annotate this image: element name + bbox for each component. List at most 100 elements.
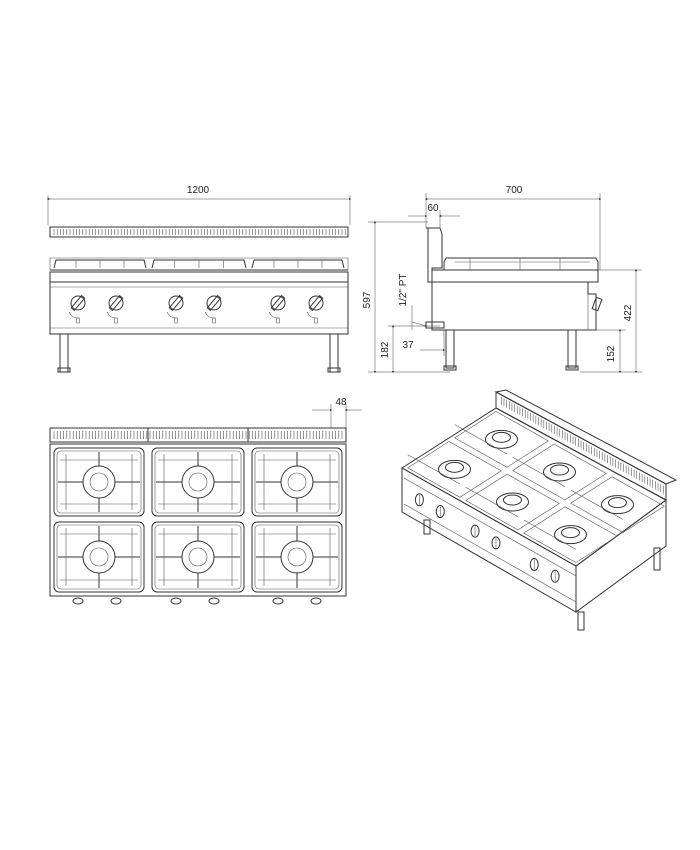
- side-top: [432, 270, 598, 282]
- iso-grate-bar: [513, 457, 565, 486]
- burner-grate: [152, 522, 244, 592]
- front-top-rail: [50, 272, 348, 282]
- top-backsplash: [50, 428, 346, 442]
- backsplash-depth-label: 48: [335, 397, 347, 408]
- burner-cap: [90, 473, 108, 491]
- side-grate: [444, 258, 598, 270]
- knob-handle: [271, 296, 284, 311]
- leg-height-label: 152: [606, 345, 617, 362]
- iso-backsplash-top: [496, 390, 676, 484]
- iso-grate: [466, 474, 560, 530]
- burner-grate: [152, 448, 244, 516]
- knob-arrow: [69, 312, 78, 318]
- knob-top: [273, 598, 283, 604]
- knob-arrow: [205, 312, 214, 318]
- top-view: 48: [50, 397, 362, 604]
- iso-burner-cap: [493, 432, 511, 442]
- knob-handle: [207, 296, 220, 311]
- iso-burner-cap: [504, 495, 522, 505]
- knob: [207, 296, 221, 310]
- control-knobs: [69, 296, 323, 323]
- iso-front-panel: [402, 468, 576, 612]
- burner-ring: [182, 541, 214, 573]
- dimension-top-60: 60: [408, 203, 460, 228]
- body-height-label: 422: [623, 304, 634, 321]
- gas-pipe: [426, 322, 444, 328]
- burner-cap: [288, 473, 306, 491]
- iso-burner-cap: [562, 528, 580, 538]
- burner-ring: [281, 466, 313, 498]
- knob-top: [73, 598, 83, 604]
- iso-grate: [513, 444, 607, 500]
- iso-burner-ring: [486, 430, 518, 448]
- iso-burner-cap: [609, 498, 627, 508]
- knob-arrow: [307, 312, 316, 318]
- side-leg-left: [446, 330, 454, 368]
- depth-label: 700: [506, 185, 523, 196]
- knob: [309, 296, 323, 310]
- knob-indicator: [213, 318, 216, 323]
- top-offset-label: 60: [427, 203, 439, 214]
- knob-handle: [109, 296, 122, 311]
- knob-indicator: [175, 318, 178, 323]
- burner-grate-inner: [255, 525, 339, 589]
- burner-grate: [54, 522, 144, 592]
- iso-burner-cap: [551, 465, 569, 475]
- burner-grate-inner: [255, 451, 339, 513]
- gas-offset-label: 37: [402, 340, 414, 351]
- iso-knob: [492, 537, 500, 549]
- burner-grate-inner: [155, 451, 241, 513]
- knob-top: [209, 598, 219, 604]
- knob-indicator: [315, 318, 318, 323]
- knob: [109, 296, 123, 310]
- front-burner-grates: [50, 258, 348, 270]
- iso-knob: [436, 506, 444, 518]
- burner-grate-inner: [155, 525, 241, 589]
- gas-connection-callout: 1/2" PT: [398, 273, 428, 330]
- side-leg-right: [568, 330, 576, 368]
- knob-arrow: [269, 312, 278, 318]
- iso-grate: [524, 507, 618, 563]
- isometric-view: [402, 390, 676, 630]
- knob-handle: [71, 296, 84, 311]
- iso-burner-grates: [408, 411, 665, 562]
- top-cooktop: [50, 444, 346, 596]
- iso-grate: [571, 477, 665, 533]
- knob-indicator: [277, 318, 280, 323]
- dimension-body-422: 422: [580, 268, 642, 374]
- burner-cap: [189, 473, 207, 491]
- knob-indicator: [115, 318, 118, 323]
- burner-cap: [288, 548, 306, 566]
- dimension-leg-152: 152: [578, 328, 626, 374]
- burner-grate: [252, 448, 342, 516]
- burner-ring: [281, 541, 313, 573]
- iso-legs: [424, 520, 660, 630]
- burner-cap: [189, 548, 207, 566]
- iso-knob: [471, 525, 479, 537]
- burner-grate-inner: [57, 451, 141, 513]
- knob: [71, 296, 85, 310]
- gas-connection-label: 1/2" PT: [398, 273, 409, 306]
- burner-ring: [182, 466, 214, 498]
- top-knob-row: [73, 598, 321, 604]
- knob-arrow: [107, 312, 116, 318]
- front-leg-left: [60, 334, 68, 372]
- connection-height-label: 182: [380, 341, 391, 358]
- burner-cap: [90, 548, 108, 566]
- height-label: 597: [362, 291, 373, 308]
- iso-grate-bar: [408, 455, 460, 484]
- knob: [169, 296, 183, 310]
- burner-grate: [54, 448, 144, 516]
- iso-grate: [455, 411, 549, 467]
- iso-burner-ring: [497, 493, 529, 511]
- burner-ring: [83, 466, 115, 498]
- burner-grate: [252, 522, 342, 592]
- knob-top: [111, 598, 121, 604]
- dimension-backsplash-48: 48: [312, 397, 362, 428]
- burner-ring: [83, 541, 115, 573]
- dimension-gas-37: 37: [402, 330, 446, 356]
- side-knob: [592, 297, 602, 310]
- dimension-width-1200: 1200: [46, 185, 352, 225]
- iso-burner-ring: [439, 460, 471, 478]
